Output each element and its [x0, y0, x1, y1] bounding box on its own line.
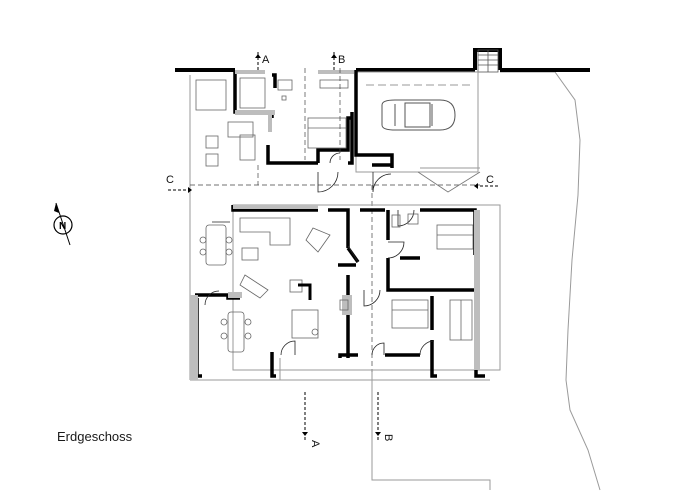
wall-fill	[190, 205, 480, 380]
svg-text:A: A	[309, 440, 321, 448]
section-marker-A-top: A	[255, 52, 270, 70]
svg-text:B: B	[338, 54, 345, 66]
section-marker-B-top: B	[331, 52, 345, 70]
main-walls	[195, 205, 485, 378]
stairs-top	[477, 49, 499, 73]
section-marker-C-right: C	[474, 174, 500, 189]
section-markers: A B A B C C	[166, 52, 500, 448]
svg-text:C: C	[166, 174, 174, 186]
dash-lines	[190, 68, 480, 372]
car-icon	[381, 99, 456, 131]
svg-text:C: C	[486, 174, 494, 186]
furniture	[199, 213, 474, 353]
main-outline	[190, 167, 501, 381]
entry-ramp	[417, 171, 481, 193]
svg-text:A: A	[262, 54, 270, 66]
svg-text:N: N	[59, 221, 66, 232]
svg-text:B: B	[382, 434, 394, 441]
top-boundary-wall	[175, 48, 590, 72]
upper-block-fill	[235, 70, 354, 132]
section-marker-A-bottom: A	[302, 392, 321, 448]
floor-label: Erdgeschoss	[57, 429, 133, 444]
section-marker-B-bottom: B	[375, 392, 394, 441]
doors	[204, 152, 435, 356]
section-marker-C-left: C	[166, 174, 192, 193]
north-arrow-icon: N	[53, 202, 73, 246]
